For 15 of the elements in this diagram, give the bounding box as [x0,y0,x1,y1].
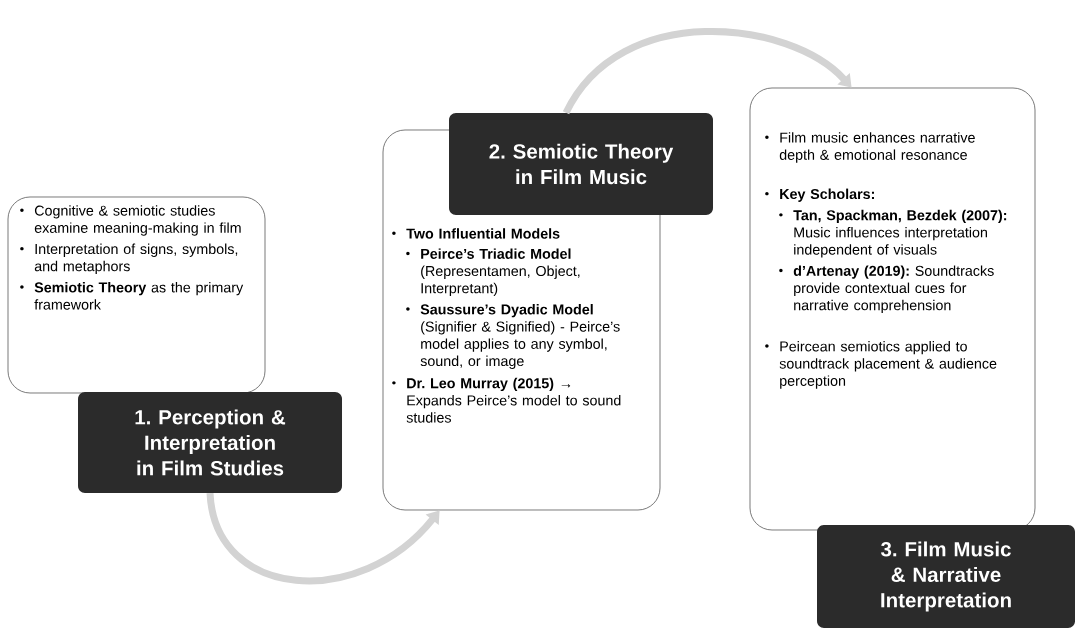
bullet-item: Cognitive & semiotic studies examine meaning-making in film [20,205,241,236]
curved-arrow [206,492,440,584]
title-box: 2. Semiotic Theory in Film Music [449,113,713,215]
bullet-item: Two Influential Models [392,228,560,239]
bullet-item: Peirce’s Triadic Model (Representamen, Object, Interpretant) [406,248,580,297]
title-box: 1. Perception & Interpretation in Film Studies [78,392,342,493]
bullet-item: Film music enhances narrative depth & emotional resonance [765,132,975,163]
curved-arrow [563,28,852,115]
bullet-item: d’Artenay (2019): Soundtracks provide contextual cues for narrative comprehension [779,265,994,314]
bullet-item: Key Scholars: [765,188,874,202]
bullet-item: Saussure’s Dyadic Model (Signifier & Signified) - Peirce’s model applies to any symbol, sound, or image [406,304,620,369]
bullet-item: Semiotic Theory as the primary framework [20,282,244,310]
title-box: 3. Film Music & Narrative Interpretation [817,525,1075,628]
bullet-item: Peircean semiotics applied to soundtrack placement & audience perception [765,341,997,389]
bullet-item: Dr. Leo Murray (2015) → Expands Peirce’s model to sound studies [392,377,621,423]
